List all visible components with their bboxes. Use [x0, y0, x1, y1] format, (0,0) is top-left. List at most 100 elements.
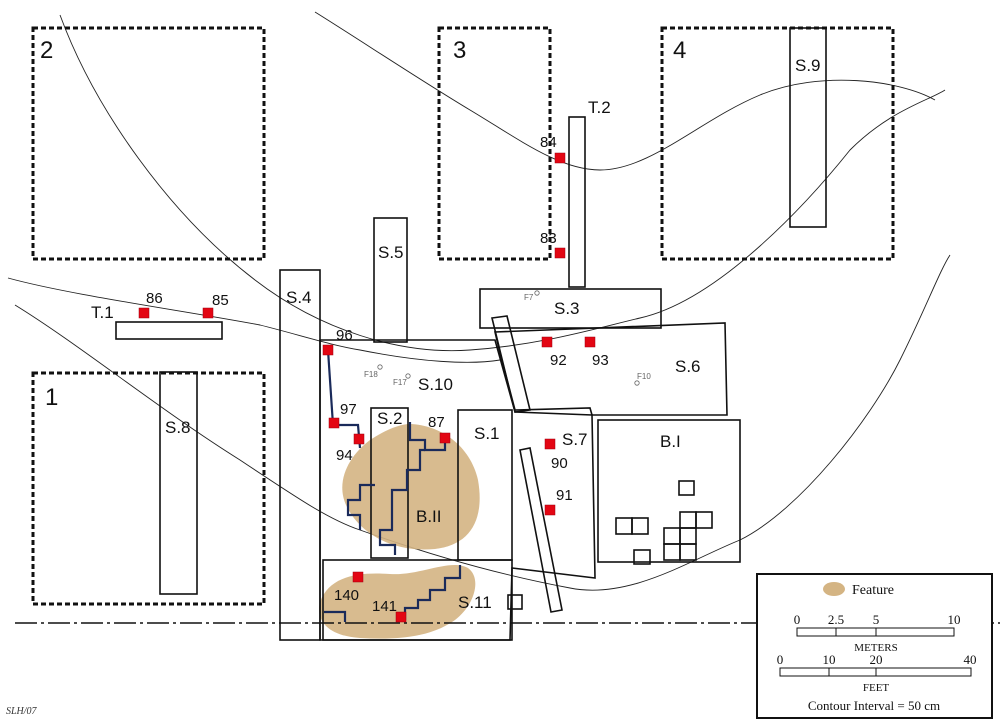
sample-label: 93	[592, 352, 609, 369]
structure-s7-trench	[519, 447, 563, 613]
structure-label: S.6	[675, 357, 701, 376]
scale-tick: 2.5	[828, 612, 844, 627]
legend-feature-label: Feature	[852, 583, 894, 598]
structure-label: S.8	[165, 418, 191, 437]
grid-square-4	[660, 26, 895, 261]
scale-unit-label: FEET	[863, 682, 890, 694]
bi-pit	[615, 517, 633, 535]
scale-tick: 10	[823, 652, 836, 667]
sample-marker	[544, 504, 556, 516]
structure-label: S.7	[562, 430, 588, 449]
minor-feature-label: F17	[393, 378, 407, 387]
bi-pits	[615, 480, 713, 565]
sample-marker	[544, 438, 556, 450]
wall-line	[346, 483, 375, 530]
structure-label: S.5	[378, 243, 404, 262]
grid-label: 4	[673, 37, 686, 64]
grid-square-1	[31, 371, 266, 606]
sample-label: 97	[340, 401, 357, 418]
contour-line	[7, 277, 501, 363]
feature-area-141	[319, 564, 476, 639]
structure-s4	[279, 269, 321, 641]
structure-label: S.1	[474, 424, 500, 443]
wall-line	[378, 448, 425, 555]
sample-marker	[322, 344, 334, 356]
sample-marker	[395, 611, 407, 623]
structure-s5	[373, 217, 408, 343]
structure-s8	[159, 371, 198, 595]
structure-t2	[568, 116, 586, 288]
structure-label: S.2	[377, 409, 403, 428]
sample-markers	[138, 152, 596, 623]
sample-marker	[202, 307, 214, 319]
bi-pit	[633, 549, 651, 565]
wall-line	[326, 349, 362, 449]
structure-label: T.1	[91, 303, 114, 322]
small-pit	[507, 594, 523, 610]
wall-line	[403, 565, 462, 620]
scale-tick: 0	[777, 652, 784, 667]
sample-label: 96	[336, 327, 353, 344]
structure-trench-diagonal	[491, 315, 531, 413]
grid-squares: 1 2 3 4	[31, 26, 895, 606]
contour-line	[14, 254, 951, 591]
structure-bi	[597, 419, 741, 563]
sample-label: 141	[372, 598, 397, 615]
structure-label: S.11	[458, 593, 492, 612]
minor-feature-label: F7	[524, 293, 534, 302]
scale-tick: 40	[964, 652, 977, 667]
contour-line	[314, 11, 936, 171]
structure-labels: S.1 S.2 S.3 S.4 S.5 S.6 S.7 S.8 S.9 S.10…	[91, 56, 821, 612]
minor-feature-circle	[377, 364, 383, 370]
feature-area-bii	[342, 424, 480, 550]
scale-tick: 0	[794, 612, 801, 627]
wall-line	[408, 422, 447, 452]
wall-line	[324, 610, 347, 622]
bi-pit	[679, 511, 697, 529]
structure-s11	[322, 559, 513, 641]
bi-pit	[631, 517, 649, 535]
sample-marker	[584, 336, 596, 348]
sample-label: 91	[556, 487, 573, 504]
minor-feature-labels: F7 F10 F17 F18	[364, 293, 651, 387]
sample-marker	[439, 432, 451, 444]
sample-label: 92	[550, 352, 567, 369]
bi-pit	[679, 527, 697, 545]
structure-t1	[115, 321, 223, 340]
sample-marker	[138, 307, 150, 319]
minor-feature-circle	[534, 290, 540, 296]
contour-line	[59, 14, 946, 352]
minor-feature-circle	[405, 373, 411, 379]
sample-marker	[353, 433, 365, 445]
bi-pit	[678, 480, 695, 496]
legend-box	[756, 573, 993, 719]
feet-scale-bar: 0 10 20 40 FEET	[777, 652, 977, 694]
grid-square-2	[31, 26, 266, 261]
scale-tick: 20	[870, 652, 883, 667]
sample-marker	[554, 152, 566, 164]
grid-label: 1	[45, 384, 58, 411]
grid-label: 3	[453, 37, 466, 64]
structure-label: S.10	[418, 375, 453, 394]
sample-label: 87	[428, 414, 445, 431]
sample-label: 85	[212, 292, 229, 309]
structures	[115, 27, 827, 641]
contour-lines	[7, 11, 951, 591]
legend-feature-swatch	[823, 582, 845, 596]
structure-label: S.9	[795, 56, 821, 75]
structure-label: B.II	[416, 507, 442, 526]
features	[319, 424, 480, 639]
structure-label: B.I	[660, 432, 681, 451]
minor-feature-label: F18	[364, 370, 378, 379]
wall-lines	[324, 349, 462, 622]
sample-label: 86	[146, 290, 163, 307]
structure-s9	[789, 27, 827, 228]
sample-labels: 83 84 85 86 87 90 91 92 93 94 96 97 140 …	[146, 134, 609, 615]
bi-pit	[695, 511, 713, 529]
grid-label: 2	[40, 37, 53, 64]
sample-label: 140	[334, 587, 359, 604]
structure-s3	[479, 288, 662, 329]
scale-tick: 10	[948, 612, 961, 627]
grid-square-3	[437, 26, 552, 261]
